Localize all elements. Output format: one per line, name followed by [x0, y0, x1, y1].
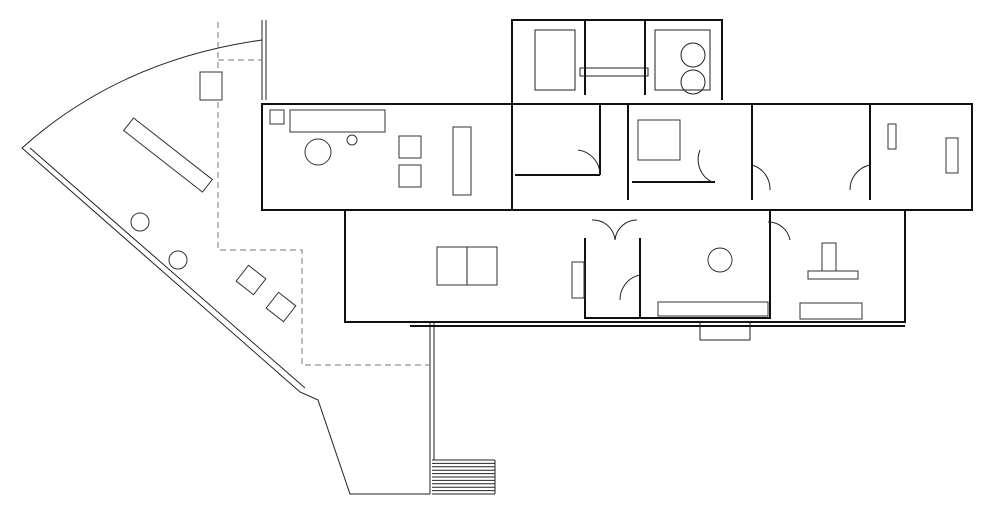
radiator: [945, 137, 959, 174]
round-table: [707, 247, 733, 273]
bed: [637, 119, 681, 161]
planter: [168, 250, 188, 270]
armchair: [265, 291, 297, 323]
bench: [199, 71, 223, 101]
armchair: [235, 264, 267, 296]
planter: [130, 212, 150, 232]
kitchen-island: [452, 126, 472, 196]
desk-chair: [887, 123, 897, 150]
bench: [799, 302, 863, 320]
terrace-outline: [21, 20, 435, 495]
doors: [577, 149, 871, 301]
interior-walls: [515, 29, 871, 318]
armchair: [398, 164, 422, 188]
dining-table-terrace: [122, 117, 214, 193]
exterior-stairs: [432, 459, 496, 495]
terrace-dashed-boundary: [217, 22, 430, 366]
furniture: [122, 71, 959, 323]
coffee-table: [304, 138, 332, 166]
exterior-walls: [261, 19, 973, 341]
sideboard: [289, 109, 386, 133]
kitchen-counter: [657, 301, 769, 317]
armchair: [398, 135, 422, 159]
